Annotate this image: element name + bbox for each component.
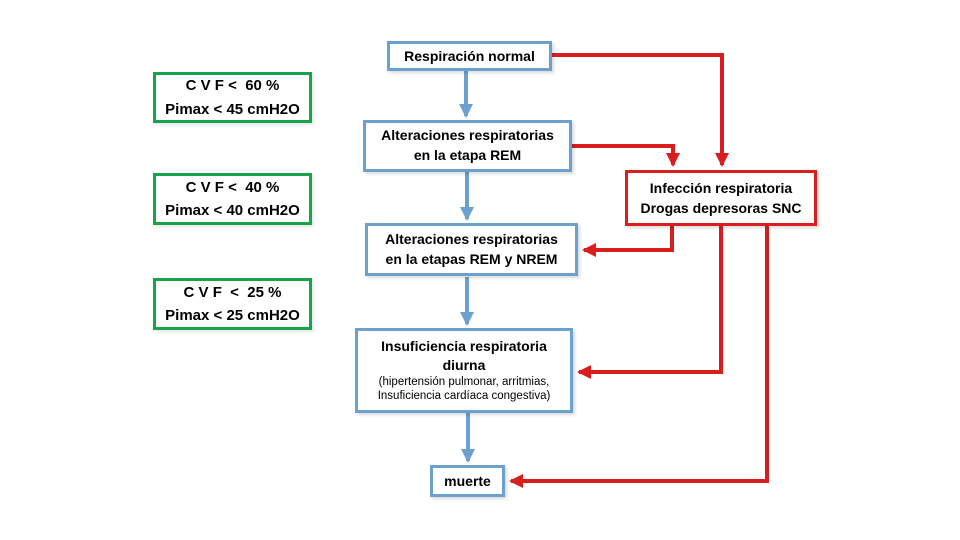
arrow-rem-to-infeccion	[572, 144, 680, 167]
node-muerte: muerte	[430, 465, 505, 497]
criteria-line: Pimax < 25 cmH2O	[165, 307, 300, 324]
node-label: Alteraciones respiratorias en la etapa R…	[381, 127, 554, 163]
criteria-line: C V F < 60 %	[185, 77, 280, 95]
criteria-line: Pimax < 40 cmH2O	[165, 202, 300, 219]
node-infeccion-drogas: Infección respiratoria Drogas depresoras…	[625, 170, 817, 226]
trigger-line: Drogas depresoras SNC	[640, 200, 802, 216]
node-label: Insuficiencia respiratoria diurna	[381, 338, 547, 374]
arrow-infeccion-to-remnrem	[582, 226, 674, 257]
criteria-line: C V F < 25 %	[183, 283, 282, 301]
arrow-normal-to-infeccion	[552, 53, 729, 167]
node-detail: (hipertensión pulmonar, arritmias, Insuf…	[377, 376, 551, 403]
node-respiracion-normal: Respiración normal	[387, 41, 552, 71]
node-alteraciones-rem-nrem: Alteraciones respiratorias en la etapas …	[365, 223, 578, 276]
criteria-box-cvf25: C V F < 25 % Pimax < 25 cmH2O	[153, 278, 312, 330]
node-label: muerte	[444, 473, 491, 489]
criteria-line: C V F < 40 %	[185, 178, 280, 196]
arrow-infeccion-to-diurna	[577, 226, 723, 379]
criteria-line: Pimax < 45 cmH2O	[165, 100, 300, 118]
criteria-box-cvf40: C V F < 40 % Pimax < 40 cmH2O	[153, 173, 312, 225]
criteria-box-cvf60: C V F < 60 % Pimax < 45 cmH2O	[153, 72, 312, 123]
node-label: Respiración normal	[404, 48, 535, 64]
node-alteraciones-rem: Alteraciones respiratorias en la etapa R…	[363, 120, 572, 172]
trigger-line: Infección respiratoria	[649, 179, 793, 196]
node-label: Alteraciones respiratorias en la etapas …	[385, 230, 558, 267]
node-insuficiencia-diurna: Insuficiencia respiratoria diurna (hiper…	[355, 328, 573, 413]
